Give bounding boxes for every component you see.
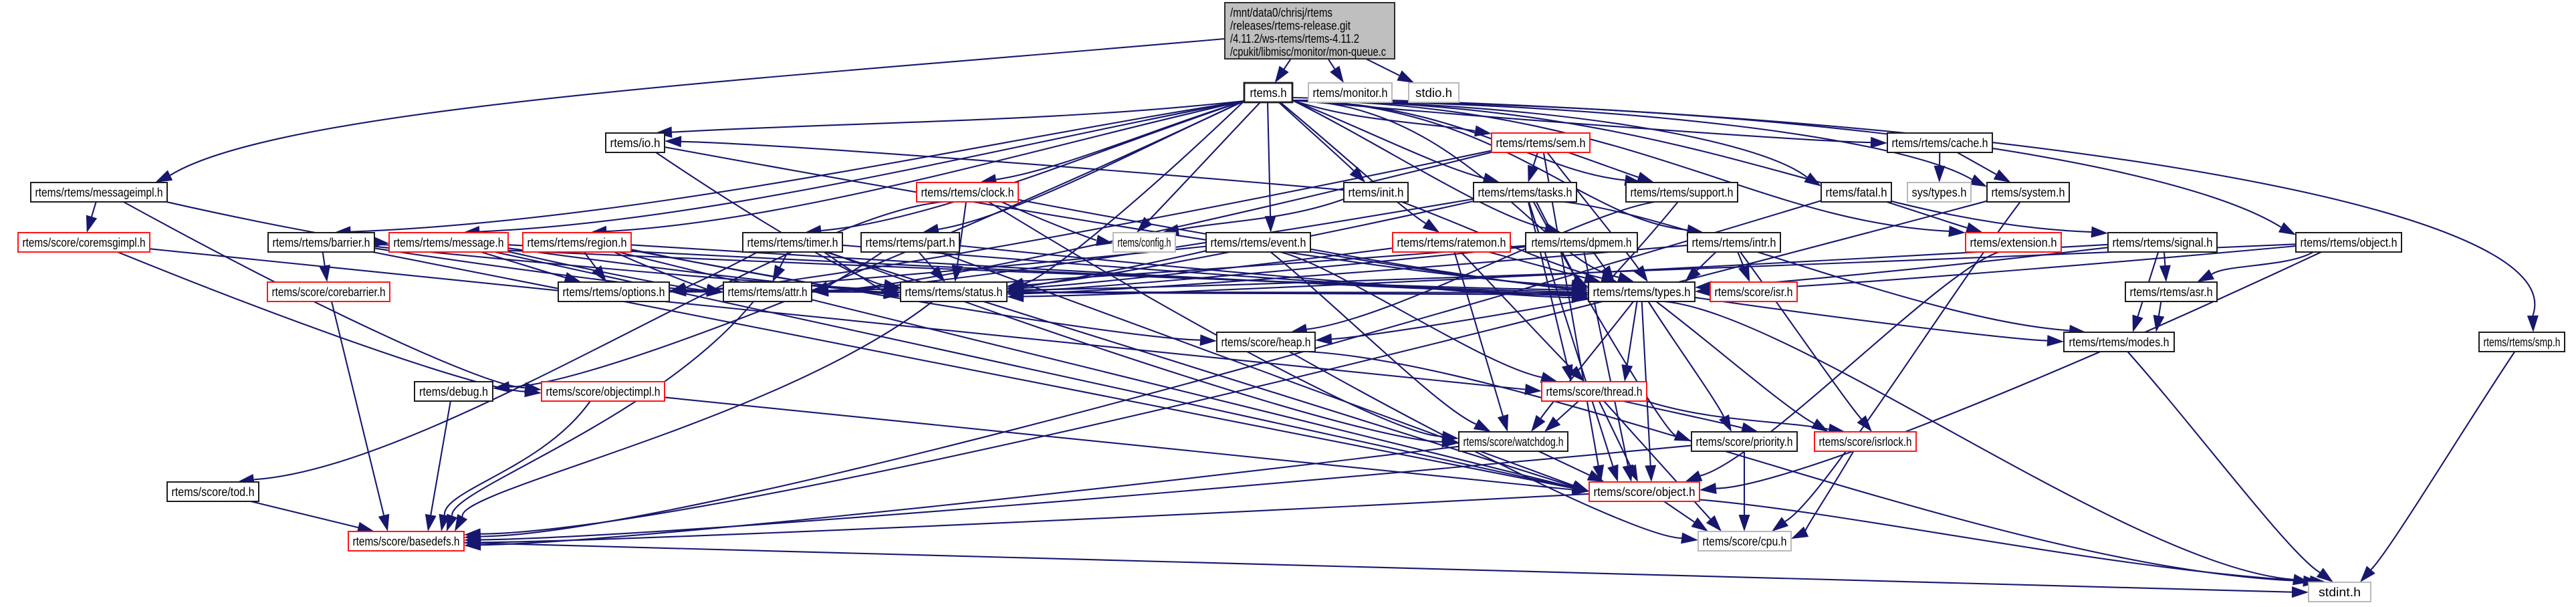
svg-text:rtems/score/priority.h: rtems/score/priority.h (1696, 435, 1793, 449)
svg-text:rtems/rtems/status.h: rtems/rtems/status.h (905, 285, 1003, 299)
svg-text:rtems/rtems/object.h: rtems/rtems/object.h (2301, 236, 2397, 249)
svg-text:rtems/score/heap.h: rtems/score/heap.h (1221, 336, 1311, 349)
svg-text:rtems/score/watchdog.h: rtems/score/watchdog.h (1463, 435, 1564, 449)
svg-text:rtems/rtems/tasks.h: rtems/rtems/tasks.h (1478, 186, 1572, 199)
svg-text:rtems/score/isr.h: rtems/score/isr.h (1715, 285, 1793, 299)
svg-text:/mnt/data0/chrisj/rtems: /mnt/data0/chrisj/rtems (1230, 5, 1332, 19)
svg-text:stdint.h: stdint.h (2319, 586, 2361, 599)
svg-text:rtems/rtems/ratemon.h: rtems/rtems/ratemon.h (1397, 236, 1506, 249)
svg-text:rtems/rtems/messageimpl.h: rtems/rtems/messageimpl.h (35, 186, 163, 199)
svg-text:rtems/rtems/signal.h: rtems/rtems/signal.h (2113, 236, 2213, 249)
svg-text:/4.11.2/ws-rtems/rtems-4.11.2: /4.11.2/ws-rtems/rtems-4.11.2 (1230, 31, 1359, 45)
svg-text:rtems/rtems/barrier.h: rtems/rtems/barrier.h (273, 236, 370, 249)
svg-text:rtems/rtems/cache.h: rtems/rtems/cache.h (1892, 136, 1988, 150)
svg-text:rtems/rtems/attr.h: rtems/rtems/attr.h (728, 285, 808, 299)
svg-text:rtems/score/objectimpl.h: rtems/score/objectimpl.h (546, 385, 661, 398)
svg-text:rtems/rtems/event.h: rtems/rtems/event.h (1211, 236, 1306, 249)
svg-text:rtems/rtems/types.h: rtems/rtems/types.h (1593, 285, 1691, 299)
svg-text:rtems/init.h: rtems/init.h (1349, 186, 1404, 199)
svg-text:rtems/rtems/sem.h: rtems/rtems/sem.h (1496, 136, 1586, 150)
svg-text:rtems/score/cpu.h: rtems/score/cpu.h (1703, 535, 1787, 548)
svg-text:rtems/score/basedefs.h: rtems/score/basedefs.h (353, 535, 460, 548)
svg-text:rtems/debug.h: rtems/debug.h (419, 385, 488, 398)
svg-text:rtems/config.h: rtems/config.h (1118, 236, 1171, 249)
svg-text:rtems/score/corebarrier.h: rtems/score/corebarrier.h (272, 285, 386, 299)
svg-text:rtems/monitor.h: rtems/monitor.h (1313, 86, 1388, 100)
svg-text:/releases/rtems-release.git: /releases/rtems-release.git (1230, 19, 1351, 33)
svg-text:rtems/system.h: rtems/system.h (1992, 186, 2065, 199)
svg-text:rtems/score/isrlock.h: rtems/score/isrlock.h (1819, 435, 1912, 449)
svg-text:rtems/score/coremsgimpl.h: rtems/score/coremsgimpl.h (23, 236, 146, 249)
svg-text:rtems/rtems/options.h: rtems/rtems/options.h (563, 285, 665, 299)
svg-text:rtems/rtems/modes.h: rtems/rtems/modes.h (2069, 336, 2170, 349)
svg-text:rtems/rtems/asr.h: rtems/rtems/asr.h (2130, 285, 2213, 299)
svg-text:rtems/rtems/smp.h: rtems/rtems/smp.h (2484, 336, 2561, 349)
svg-text:rtems/score/thread.h: rtems/score/thread.h (1546, 385, 1643, 398)
svg-text:rtems/rtems/dpmem.h: rtems/rtems/dpmem.h (1532, 236, 1632, 249)
svg-text:rtems/rtems/region.h: rtems/rtems/region.h (528, 236, 627, 249)
svg-text:rtems/rtems/part.h: rtems/rtems/part.h (866, 236, 955, 249)
svg-text:stdio.h: stdio.h (1415, 86, 1452, 100)
svg-text:rtems.h: rtems.h (1250, 86, 1287, 100)
svg-text:rtems/rtems/intr.h: rtems/rtems/intr.h (1692, 236, 1776, 249)
svg-text:rtems/extension.h: rtems/extension.h (1970, 236, 2057, 249)
svg-text:rtems/rtems/clock.h: rtems/rtems/clock.h (921, 186, 1014, 199)
svg-text:rtems/rtems/message.h: rtems/rtems/message.h (394, 236, 504, 249)
svg-text:rtems/score/tod.h: rtems/score/tod.h (172, 485, 255, 499)
svg-text:rtems/rtems/support.h: rtems/rtems/support.h (1631, 186, 1734, 199)
svg-text:sys/types.h: sys/types.h (1912, 186, 1967, 199)
svg-text:rtems/fatal.h: rtems/fatal.h (1826, 186, 1887, 199)
svg-text:rtems/io.h: rtems/io.h (610, 136, 661, 150)
svg-text:/cpukit/libmisc/monitor/mon-qu: /cpukit/libmisc/monitor/mon-queue.c (1230, 45, 1386, 59)
svg-text:rtems/rtems/timer.h: rtems/rtems/timer.h (747, 236, 838, 249)
svg-text:rtems/score/object.h: rtems/score/object.h (1594, 485, 1695, 499)
